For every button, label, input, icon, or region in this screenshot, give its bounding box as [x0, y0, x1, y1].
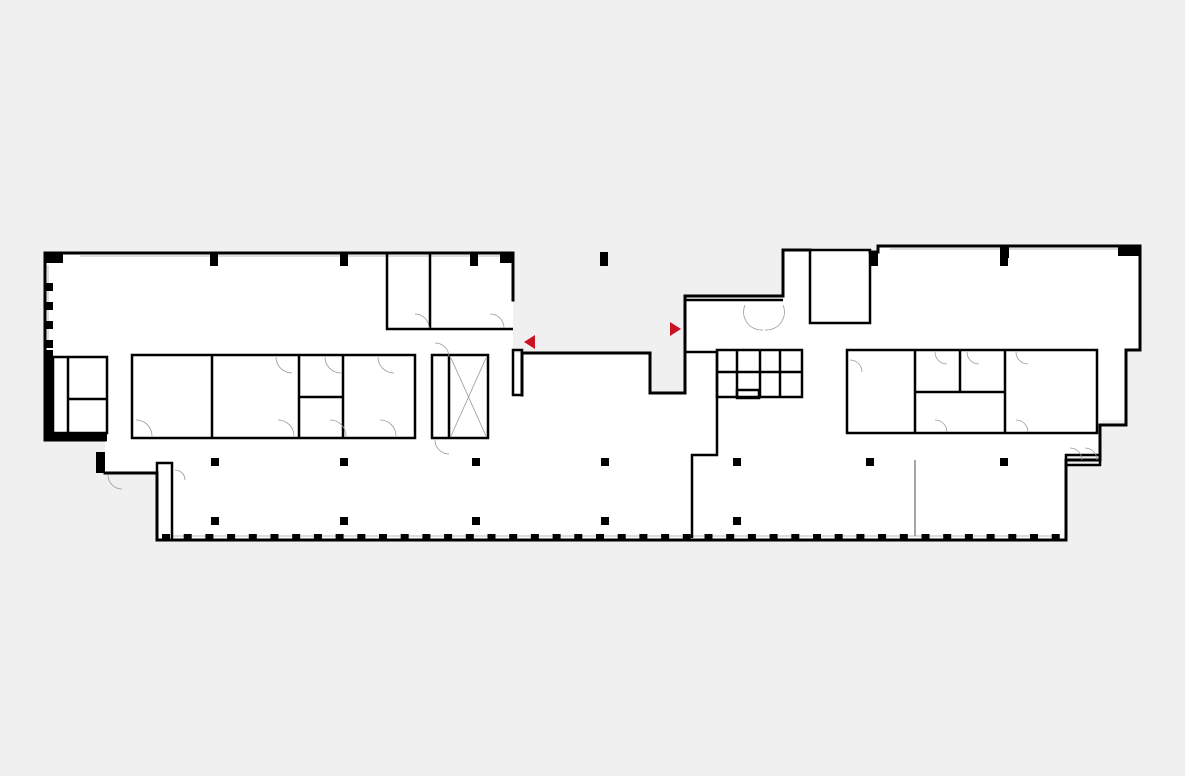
column: [1000, 252, 1008, 266]
column: [45, 302, 53, 310]
column: [726, 534, 735, 541]
column: [183, 534, 192, 541]
column: [487, 534, 496, 541]
column: [733, 458, 741, 466]
column: [617, 534, 626, 541]
doors: [107, 304, 1098, 490]
column: [1000, 246, 1009, 258]
column: [600, 252, 608, 266]
column: [878, 534, 887, 541]
column: [248, 534, 257, 541]
column: [45, 340, 53, 348]
column: [921, 534, 930, 541]
column: [340, 252, 348, 266]
column: [733, 517, 741, 525]
column: [899, 534, 908, 541]
floor-area: [45, 246, 1140, 540]
column: [1000, 458, 1008, 466]
column: [574, 534, 583, 541]
column: [472, 517, 480, 525]
column: [357, 534, 366, 541]
column: [834, 534, 843, 541]
column: [1118, 246, 1140, 256]
column: [601, 517, 609, 525]
column: [227, 534, 236, 541]
column: [45, 321, 53, 329]
column: [422, 534, 431, 541]
structural-columns: [45, 246, 1140, 541]
interior-walls: [45, 248, 1102, 542]
column: [601, 458, 609, 466]
column: [400, 534, 409, 541]
column: [270, 534, 279, 541]
column: [340, 458, 348, 466]
column: [335, 534, 344, 541]
column: [866, 458, 874, 466]
column: [205, 534, 214, 541]
column: [943, 534, 952, 541]
column: [870, 252, 878, 266]
column: [986, 534, 995, 541]
column: [1051, 534, 1060, 541]
column: [211, 517, 219, 525]
column: [639, 534, 648, 541]
column: [552, 534, 561, 541]
entrance-arrow-right-icon: [670, 322, 681, 336]
column: [682, 534, 691, 541]
column: [45, 283, 53, 291]
column: [747, 534, 756, 541]
column: [465, 534, 474, 541]
column: [292, 534, 301, 541]
column: [162, 534, 170, 541]
column: [704, 534, 713, 541]
column: [379, 534, 387, 541]
column: [856, 534, 865, 541]
column: [313, 534, 322, 541]
column: [791, 534, 800, 541]
column: [45, 253, 63, 263]
column: [1008, 534, 1017, 541]
column: [340, 517, 348, 525]
column: [769, 534, 778, 541]
column: [661, 534, 670, 541]
column: [210, 252, 218, 266]
column: [596, 534, 604, 541]
column: [509, 534, 518, 541]
column: [470, 252, 478, 266]
entrance-arrow-left-icon: [524, 335, 535, 349]
column: [964, 534, 973, 541]
column: [211, 458, 219, 466]
column: [500, 253, 513, 263]
column: [1030, 534, 1038, 541]
column: [813, 534, 821, 541]
column: [530, 534, 539, 541]
column: [444, 534, 453, 541]
column: [472, 458, 480, 466]
